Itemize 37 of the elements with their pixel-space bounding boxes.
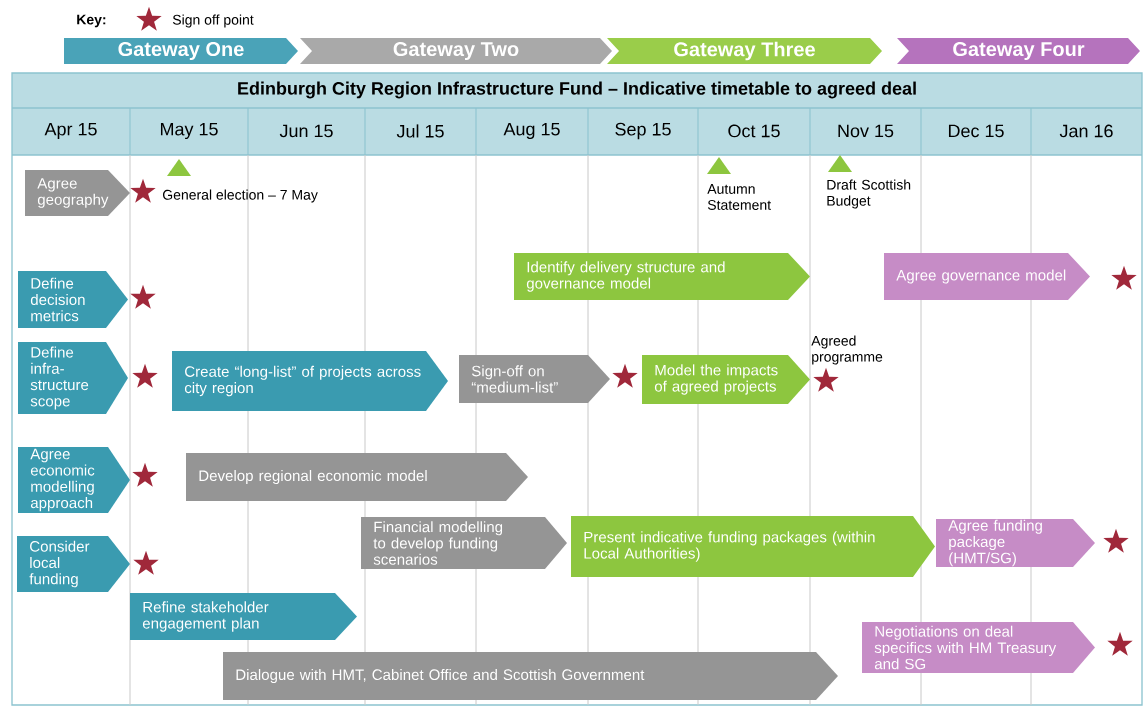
milestone-label: Agreed programme	[811, 335, 883, 365]
month-label: Oct 15	[728, 124, 780, 138]
task-bar: Negotiations on deal specifics with HM Treasury and SG	[862, 622, 1095, 673]
task-bar: Agree governance model	[884, 253, 1090, 300]
milestone-label: Draft Scottish Budget	[827, 179, 911, 209]
task-bar: Create “long-list” of projects across city region	[172, 351, 448, 411]
title: Edinburgh City Region Infrastructure Fund – Indicative timetable to agreed deal	[238, 81, 916, 99]
task-bar: Define decision metrics	[18, 271, 128, 328]
month-label: Nov 15	[838, 124, 894, 138]
task-bar: Agree geography	[25, 170, 130, 216]
gateway-banner: Gateway Four	[897, 38, 1140, 64]
task-bar: Agree funding package (HMT/SG)	[936, 519, 1095, 567]
task-bar: Financial modelling to develop funding scenarios	[361, 517, 567, 569]
task-bar: Refine stakeholder engagement plan	[130, 593, 357, 640]
task-bar: Model the impacts of agreed projects	[642, 355, 810, 404]
task-bar: Sign-off on “medium-list”	[459, 355, 610, 403]
month-label: Jun 15	[279, 124, 333, 138]
milestone-label: Autumn Statement	[707, 184, 771, 210]
task-bar: Present indicative funding packages (within Local Authorities)	[571, 516, 935, 577]
month-label: Dec 15	[948, 124, 1004, 138]
task-bar: Define infra-structure scope	[18, 342, 128, 414]
gateway-banner: Gateway Two	[300, 38, 612, 64]
month-label: Jan 16	[1059, 124, 1113, 138]
task-bar: Develop regional economic model	[186, 453, 528, 501]
month-label: Apr 15	[44, 122, 97, 140]
gateway-banner: Gateway One	[64, 38, 298, 64]
month-label: Sep 15	[615, 122, 671, 140]
task-bar: Agree economic modelling approach	[18, 447, 130, 513]
task-bar: Identify delivery structure and governance model	[514, 253, 810, 300]
milestone-label: General election – 7 May	[163, 189, 318, 203]
month-label: Aug 15	[503, 122, 560, 140]
month-label: May 15	[161, 122, 218, 140]
month-label: Jul 15	[396, 124, 444, 138]
gateway-banner: Gateway Three	[607, 38, 882, 64]
task-bar: Consider local funding	[17, 536, 130, 592]
task-bar: Dialogue with HMT, Cabinet Office and Scottish Government	[223, 652, 838, 700]
legend-label: Sign off point	[172, 14, 254, 28]
